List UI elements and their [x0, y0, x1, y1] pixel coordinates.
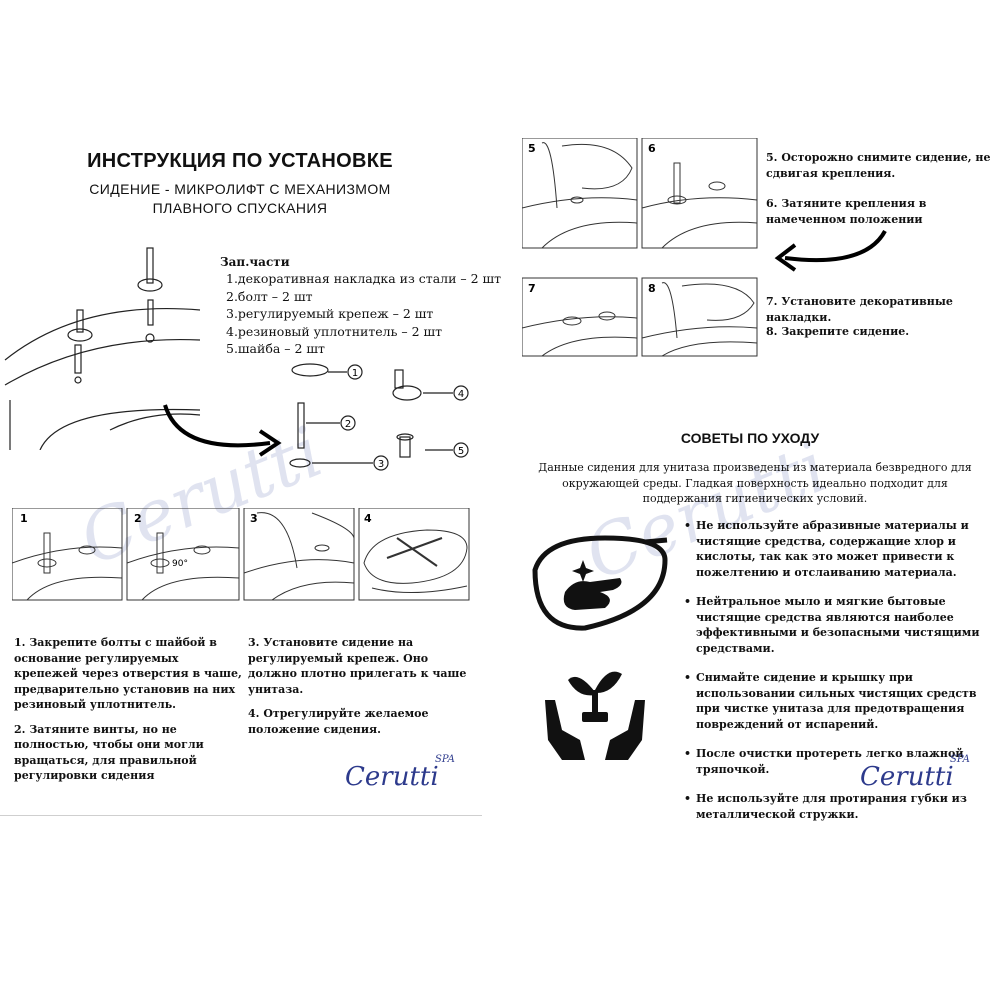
- step-panel-number: 3: [250, 512, 258, 525]
- bullet-icon: •: [684, 519, 692, 532]
- curved-arrow-icon: [163, 404, 282, 457]
- brand-name: Cerutti: [860, 762, 954, 792]
- page-divider: [0, 815, 482, 816]
- care-tip: • Снимайте сидение и крышку при использов…: [684, 670, 984, 732]
- brand-suffix: SPA: [950, 754, 970, 765]
- step-panel-number: 4: [364, 512, 372, 525]
- care-tip: • Не используйте для протирания губки из …: [684, 791, 984, 822]
- bullet-icon: •: [684, 671, 692, 684]
- care-tip: • Не используйте абразивные материалы и ч…: [684, 518, 984, 580]
- care-tip-text: После очистки протереть легко влажной тр…: [696, 747, 964, 776]
- toilet-seat-cleaning-icon: [532, 535, 668, 631]
- steps-column-2: 3. Установите сидение на регулируемый кр…: [248, 635, 478, 746]
- bullet-icon: •: [684, 747, 692, 760]
- step-panel-number: 1: [20, 512, 28, 525]
- brand-logo: Cerutti SPA: [860, 754, 970, 792]
- step-panels-5-8: 5 6 7 8: [522, 138, 758, 357]
- care-tip-text: Не используйте абразивные материалы и чи…: [696, 519, 969, 579]
- parts-list-item: 5.шайба – 2 шт: [226, 341, 325, 356]
- step-instruction: 4. Отрегулируйте желаемое положение сиде…: [248, 707, 429, 736]
- step-instruction: 1. Закрепите болты с шайбой в основание …: [14, 636, 242, 711]
- step-panel-number: 2: [134, 512, 142, 525]
- callout-label: 2: [345, 419, 351, 430]
- step-panel-number: 8: [648, 282, 656, 295]
- curved-arrow-icon: [774, 229, 887, 272]
- step-panel-number: 6: [648, 142, 656, 155]
- step-instruction: 6. Затяните крепления в намеченном полож…: [766, 197, 927, 226]
- brand-name: Cerutti: [345, 762, 439, 792]
- parts-list-item: 3.регулируемый крепеж – 2 шт: [226, 306, 434, 321]
- bullet-icon: •: [684, 792, 692, 805]
- care-tip-text: Снимайте сидение и крышку при использова…: [696, 671, 977, 731]
- care-tip: • Нейтральное мыло и мягкие бытовые чистя…: [684, 594, 984, 656]
- parts-list-item: 4.резиновый уплотнитель – 2 шт: [226, 323, 443, 339]
- step-instruction: 8. Закрепите сидение.: [766, 325, 910, 338]
- subtitle-line-1: СИДЕНИЕ - МИКРОЛИФТ С МЕХАНИЗМОМ: [89, 181, 391, 197]
- callout-label: 1: [352, 368, 358, 379]
- care-tip-text: Не используйте для протирания губки из м…: [696, 792, 967, 821]
- care-section-title: СОВЕТЫ ПО УХОДУ: [680, 430, 820, 446]
- bullet-icon: •: [684, 595, 692, 608]
- care-intro-text: Данные сидения для унитаза произведены и…: [538, 461, 972, 505]
- parts-callout-diagram: 1 2 3 4 5: [289, 363, 469, 471]
- toilet-exploded-diagram: [4, 247, 201, 450]
- brand-suffix: SPA: [435, 754, 455, 765]
- parts-list-item: 2.болт – 2 шт: [226, 288, 313, 304]
- step-panel-number: 7: [528, 282, 536, 295]
- step-instruction: 7. Установите декоративные накладки.: [766, 295, 953, 324]
- step-instruction: 3. Установите сидение на регулируемый кр…: [248, 636, 467, 696]
- parts-heading: Зап.части: [220, 255, 290, 269]
- parts-list: 1.декоративная накладка из стали – 2 шт …: [226, 270, 501, 358]
- page-title: ИНСТРУКЦИЯ ПО УСТАНОВКЕ: [87, 150, 393, 172]
- parts-list-item: 1.декоративная накладка из стали – 2 шт: [226, 271, 502, 286]
- brand-logo: Cerutti SPA: [345, 754, 455, 792]
- care-tip-text: Нейтральное мыло и мягкие бытовые чистящ…: [696, 595, 980, 655]
- page-subtitle: СИДЕНИЕ - МИКРОЛИФТ С МЕХАНИЗМОМ ПЛАВНОГ…: [60, 180, 420, 218]
- subtitle-line-2: ПЛАВНОГО СПУСКАНИЯ: [152, 200, 328, 216]
- callout-label: 4: [458, 389, 464, 400]
- care-tip: • После очистки протереть легко влажной т…: [684, 746, 984, 777]
- hands-sprout-eco-icon: [545, 671, 645, 760]
- step-panel-number: 5: [528, 142, 536, 155]
- callout-label: 3: [378, 459, 384, 470]
- steps-column-1: 1. Закрепите болты с шайбой в основание …: [14, 635, 244, 793]
- step-instruction: 2. Затяните винты, но не полностью, чтоб…: [14, 722, 204, 783]
- care-tips-list: • Не используйте абразивные материалы и ч…: [684, 518, 984, 836]
- angle-label: 90°: [172, 559, 188, 569]
- step-panels-1-4: 1 2 3 4 90°: [12, 508, 470, 601]
- step-instruction: 5. Осторожно снимите сидение, не сдвигая…: [766, 151, 991, 180]
- callout-label: 5: [458, 446, 464, 457]
